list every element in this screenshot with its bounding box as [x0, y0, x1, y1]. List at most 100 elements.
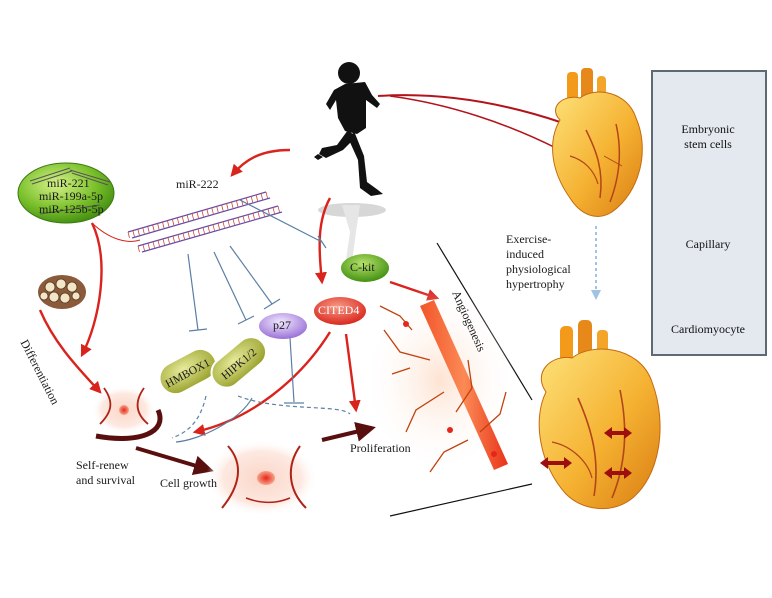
hmbox1-dashed-inhibit	[171, 395, 207, 439]
dna-tick	[260, 193, 263, 200]
dna-tick	[231, 201, 234, 209]
proliferation-label: Proliferation	[350, 441, 411, 455]
dna-tick	[172, 235, 175, 243]
dna-tick	[157, 240, 160, 247]
dna-tick	[182, 233, 185, 240]
cell-growth-arrow	[135, 446, 214, 476]
legend-embryonic-label: Embryonic stem cells	[681, 122, 735, 151]
runner-to-mir222-arrow	[230, 148, 291, 177]
dna-tick	[162, 221, 165, 229]
dna-tick	[252, 213, 255, 220]
dna-tick	[162, 238, 165, 245]
p27-inhibits-proliferation	[289, 337, 295, 403]
dna-tick	[236, 200, 239, 207]
p27-node	[259, 313, 307, 339]
runner-to-cited4-arrow	[315, 197, 332, 285]
dna-tick	[142, 244, 145, 251]
dna-tick	[250, 196, 254, 203]
dna-tick	[171, 219, 175, 226]
dna-tick	[240, 199, 244, 206]
inhibit-bar	[263, 298, 281, 310]
self-renew-label: Self-renew and survival	[76, 458, 135, 487]
dna-tick	[191, 213, 194, 220]
dna-tick	[255, 194, 259, 201]
dna-tick	[201, 210, 204, 217]
heart-icon	[552, 68, 643, 217]
dna-tick	[237, 217, 240, 224]
dna-tick	[132, 230, 135, 237]
mir222-label: miR-222	[176, 177, 219, 191]
dna-tick	[197, 228, 200, 235]
dna-tick	[152, 224, 155, 231]
dna-tick	[167, 237, 170, 244]
dna-tick	[272, 207, 275, 214]
hmbox1-pill	[158, 347, 218, 396]
dna-tick	[221, 204, 224, 211]
inhibit-bar	[188, 328, 208, 332]
hipk-dashed-inhibit	[237, 395, 351, 415]
cited4-label: CITED4	[318, 303, 360, 317]
proliferation-arrow	[321, 422, 376, 442]
dna-tick	[242, 215, 245, 223]
mir222-inhibits-ckit	[239, 199, 323, 243]
hypertrophy-label: Exercise- induced physiological hypertro…	[506, 232, 571, 291]
legend-panel: Embryonic stem cells Capillary Cardiomyo…	[651, 70, 767, 356]
dna-tick	[137, 229, 140, 236]
dna-tick	[245, 197, 249, 204]
cited4-node	[314, 297, 366, 325]
ckit-node	[341, 254, 389, 282]
legend-capillary-label: Capillary	[685, 237, 731, 251]
ckit-label: C-kit	[350, 260, 375, 274]
dna-tick	[216, 206, 219, 213]
dna-tick	[186, 214, 190, 221]
p27-label: p27	[273, 318, 291, 332]
dna-tick	[127, 231, 130, 239]
mirna-label-3: miR-125b-5p	[39, 202, 104, 216]
dna-tick	[267, 208, 270, 215]
dna-tick	[137, 245, 140, 253]
mirna-label-2: miR-199a-5p	[39, 189, 103, 203]
mirna-to-mir222-link	[91, 222, 141, 242]
dna-tick	[212, 224, 215, 231]
inhibit-bar	[237, 315, 255, 325]
stem-cell-cluster-icon	[38, 275, 86, 309]
mir222-inhibits-hipk	[213, 251, 247, 321]
runner-to-heart-link	[377, 94, 561, 123]
dna-tick	[257, 211, 260, 218]
dna-tick	[157, 223, 160, 230]
dna-tick	[265, 191, 268, 199]
dna-strand-icon	[127, 191, 283, 253]
dna-tick	[222, 221, 225, 228]
dna-tick	[147, 243, 150, 250]
runner-silhouette	[314, 62, 386, 262]
inhibit-bar	[317, 235, 327, 249]
mirna-group-oval	[17, 162, 115, 224]
dna-tick	[176, 217, 180, 224]
heart-icon	[538, 320, 661, 510]
legend-cardiomyocyte-label: Cardiomyocyte	[671, 322, 745, 336]
dna-tick	[187, 231, 190, 238]
dna-tick	[142, 227, 145, 234]
dna-tick	[147, 226, 150, 233]
dna-tick	[211, 207, 214, 214]
dna-tick	[217, 223, 220, 230]
dna-tick	[207, 225, 210, 233]
cardiomyocyte-icon	[92, 386, 156, 434]
dna-tick	[227, 220, 230, 227]
hipk-pill	[210, 336, 268, 389]
dna-tick	[181, 216, 185, 223]
dna-tick	[196, 211, 199, 219]
mirna-to-differentiation-arrow	[80, 222, 103, 358]
differentiation-label: Differentiation	[18, 337, 63, 407]
dna-tick	[177, 234, 180, 241]
cited4-to-cell-arrow	[192, 331, 332, 436]
cell-growth-label: Cell growth	[160, 476, 217, 490]
dna-tick	[232, 218, 235, 225]
dna-tick	[192, 230, 195, 237]
divider-line-lower	[389, 483, 533, 517]
runner-to-heart-link-2	[389, 95, 557, 149]
dna-tick	[262, 210, 265, 217]
dna-tick	[277, 205, 280, 213]
hipk-inhibit-line	[175, 397, 253, 443]
